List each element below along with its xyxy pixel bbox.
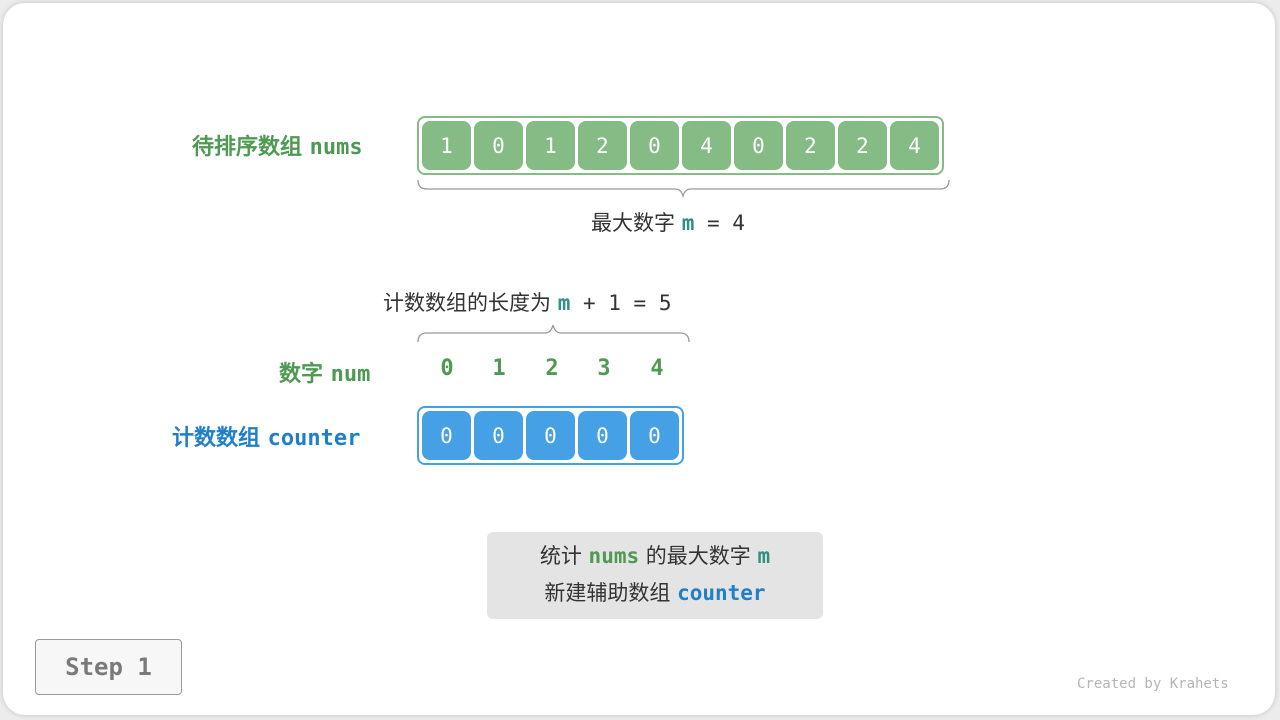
num-label-code: num — [330, 362, 371, 387]
length-label-rest: + 1 = 5 — [570, 291, 672, 315]
description-line-1: 统计 nums 的最大数字 m — [487, 538, 823, 575]
nums-array: 1 0 1 2 0 4 0 2 2 4 — [417, 116, 944, 175]
nums-cell: 4 — [890, 121, 939, 170]
counter-label-code: counter — [267, 426, 361, 451]
num-index: 3 — [597, 356, 611, 381]
step-indicator: Step 1 — [35, 639, 182, 695]
counter-cell: 0 — [422, 411, 471, 460]
nums-brace-icon — [417, 179, 950, 199]
length-label-var: m — [557, 291, 571, 315]
max-label-var: m — [681, 211, 695, 235]
counter-label-cn: 计数数组 — [172, 426, 268, 451]
num-index: 1 — [492, 356, 506, 381]
nums-cell: 4 — [682, 121, 731, 170]
counter-cell: 0 — [578, 411, 627, 460]
max-label-cn: 最大数字 — [591, 211, 682, 235]
num-index: 2 — [545, 356, 559, 381]
counter-brace-icon — [417, 324, 690, 343]
desc-counter: counter — [677, 581, 766, 605]
nums-cell: 2 — [838, 121, 887, 170]
counter-cell: 0 — [526, 411, 575, 460]
nums-cell: 0 — [630, 121, 679, 170]
counter-length-label: 计数数组的长度为 m + 1 = 5 — [383, 287, 672, 317]
nums-cell: 2 — [578, 121, 627, 170]
nums-cell: 1 — [422, 121, 471, 170]
nums-cell: 2 — [786, 121, 835, 170]
desc-text: 统计 — [539, 544, 589, 568]
counter-cell: 0 — [630, 411, 679, 460]
step-description: 统计 nums 的最大数字 m 新建辅助数组 counter — [487, 532, 823, 619]
counter-array: 0 0 0 0 0 — [417, 406, 684, 465]
num-label-cn: 数字 — [279, 362, 331, 387]
counter-label: 计数数组 counter — [172, 420, 360, 452]
desc-text: 新建辅助数组 — [544, 581, 678, 605]
nums-label: 待排序数组 nums — [192, 129, 363, 161]
max-label-rest: = 4 — [694, 211, 745, 235]
nums-label-code: nums — [309, 135, 363, 160]
num-index: 0 — [440, 356, 454, 381]
description-line-2: 新建辅助数组 counter — [487, 575, 823, 612]
counter-cell: 0 — [474, 411, 523, 460]
desc-nums: nums — [588, 544, 640, 568]
max-number-label: 最大数字 m = 4 — [591, 207, 745, 237]
nums-cell: 1 — [526, 121, 575, 170]
nums-cell: 0 — [734, 121, 783, 170]
num-index: 4 — [650, 356, 664, 381]
credit-text: Created by Krahets — [1077, 676, 1229, 692]
desc-m: m — [757, 544, 771, 568]
desc-text: 的最大数字 — [639, 544, 758, 568]
nums-cell: 0 — [474, 121, 523, 170]
nums-label-cn: 待排序数组 — [192, 135, 310, 160]
length-label-cn: 计数数组的长度为 — [383, 291, 558, 315]
num-label: 数字 num — [279, 356, 370, 388]
